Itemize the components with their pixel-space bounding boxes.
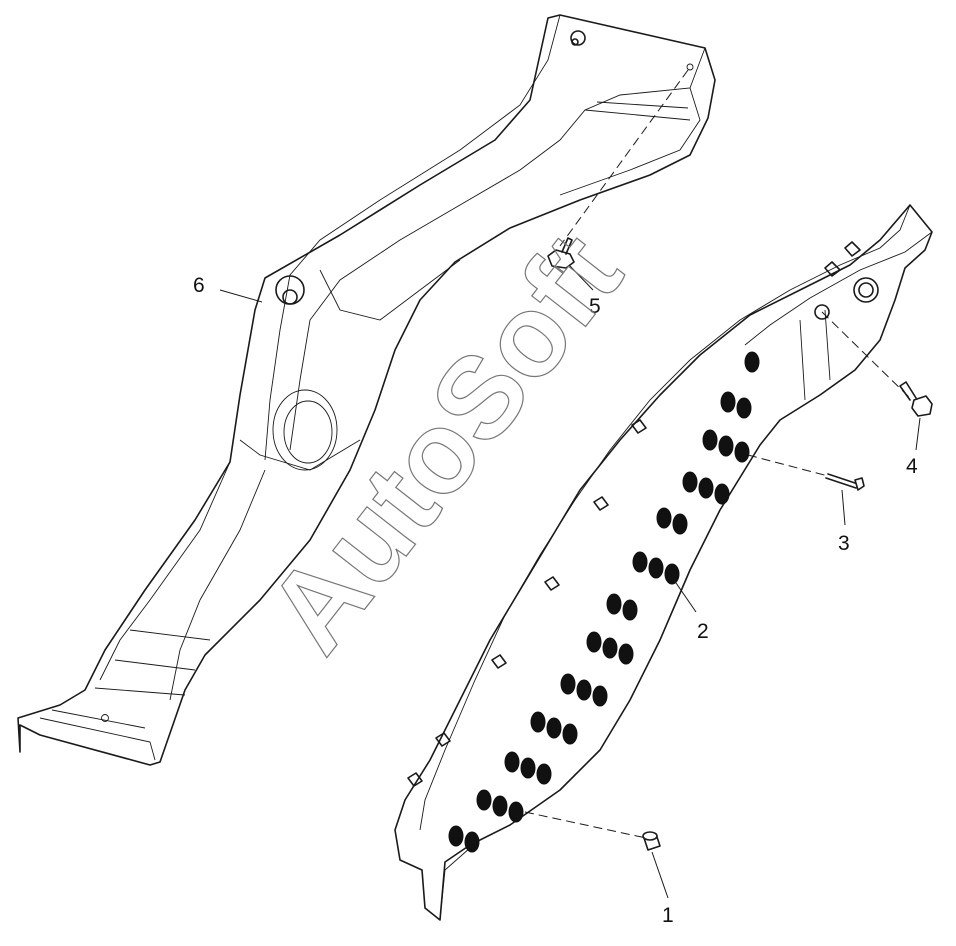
part-2-step-panel bbox=[394, 204, 933, 921]
anti-slip-hole-pattern bbox=[448, 351, 760, 853]
callout-5: 5 bbox=[589, 295, 601, 318]
callout-4: 4 bbox=[906, 455, 918, 478]
part-5-push-clip bbox=[547, 237, 575, 269]
part-1-spacer bbox=[642, 831, 661, 851]
part-4-bolt bbox=[899, 381, 933, 417]
assembly-lines bbox=[524, 69, 911, 839]
callout-2: 2 bbox=[697, 620, 709, 643]
part-3-screw bbox=[825, 473, 865, 491]
part-6-trim-panel bbox=[17, 14, 716, 766]
callout-1: 1 bbox=[662, 904, 674, 927]
callout-3: 3 bbox=[838, 532, 850, 555]
leader-lines bbox=[219, 265, 921, 899]
callout-6: 6 bbox=[193, 274, 205, 297]
